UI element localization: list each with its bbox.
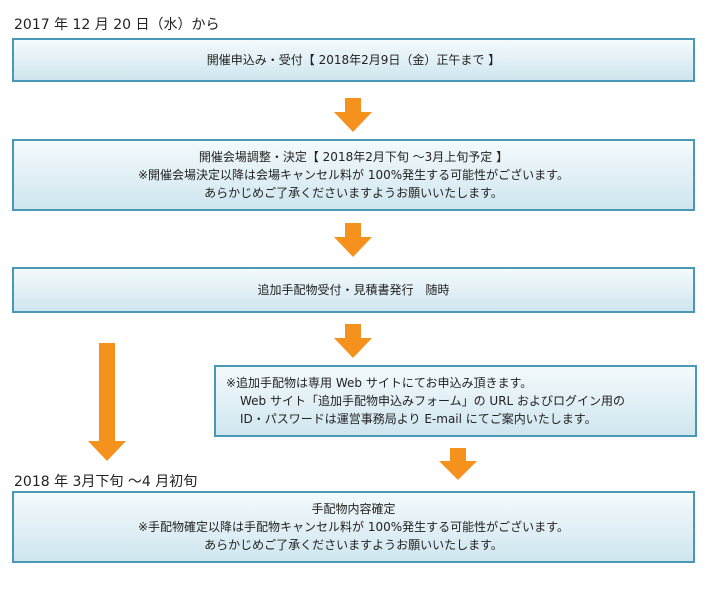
down-arrow-icon [439, 448, 477, 480]
web-site-note-box: ※追加手配物は専用 Web サイトにてお申込み頂きます。 Web サイト「追加手… [214, 365, 697, 437]
web-site-note-line-1: ※追加手配物は専用 Web サイトにてお申込み頂きます。 [226, 376, 533, 390]
confirm-date-label: 2018 年 3月下旬 〜4 月初旬 [14, 474, 198, 490]
application-step-box: 開催申込み・受付【 2018年2月9日（金）正午まで 】 [12, 38, 695, 82]
additional-order-step-box: 追加手配物受付・見積書発行 随時 [12, 267, 695, 313]
web-site-note-line-3: ID・パスワードは運営事務局より E-mail にてご案内いたします。 [240, 412, 597, 426]
venue-decision-step-box: 開催会場調整・決定【 2018年2月下旬 〜3月上旬予定 】 ※開催会場決定以降… [12, 139, 695, 211]
down-arrow-icon [334, 324, 372, 358]
long-down-arrow-icon [88, 343, 126, 461]
order-confirm-note: ※手配物確定以降は手配物キャンセル料が 100%発生する可能性がございます。 [138, 520, 569, 534]
additional-order-step-text: 追加手配物受付・見積書発行 随時 [257, 283, 450, 297]
start-date-label: 2017 年 12 月 20 日（水）から [14, 17, 220, 33]
application-step-text: 開催申込み・受付【 2018年2月9日（金）正午まで 】 [206, 53, 501, 67]
order-confirm-title: 手配物内容確定 [311, 502, 396, 516]
venue-decision-note: ※開催会場決定以降は会場キャンセル料が 100%発生する可能性がございます。 [138, 168, 569, 182]
venue-decision-title: 開催会場調整・決定【 2018年2月下旬 〜3月上旬予定 】 [198, 150, 509, 164]
down-arrow-icon [334, 223, 372, 257]
web-site-note-line-2: Web サイト「追加手配物申込みフォーム」の URL およびログイン用の [240, 394, 626, 408]
order-confirm-step-box: 手配物内容確定 ※手配物確定以降は手配物キャンセル料が 100%発生する可能性が… [12, 491, 695, 563]
down-arrow-icon [334, 98, 372, 132]
venue-decision-note-2: あらかじめご了承くださいますようお願いいたします。 [204, 186, 503, 200]
order-confirm-note-2: あらかじめご了承くださいますようお願いいたします。 [204, 538, 503, 552]
